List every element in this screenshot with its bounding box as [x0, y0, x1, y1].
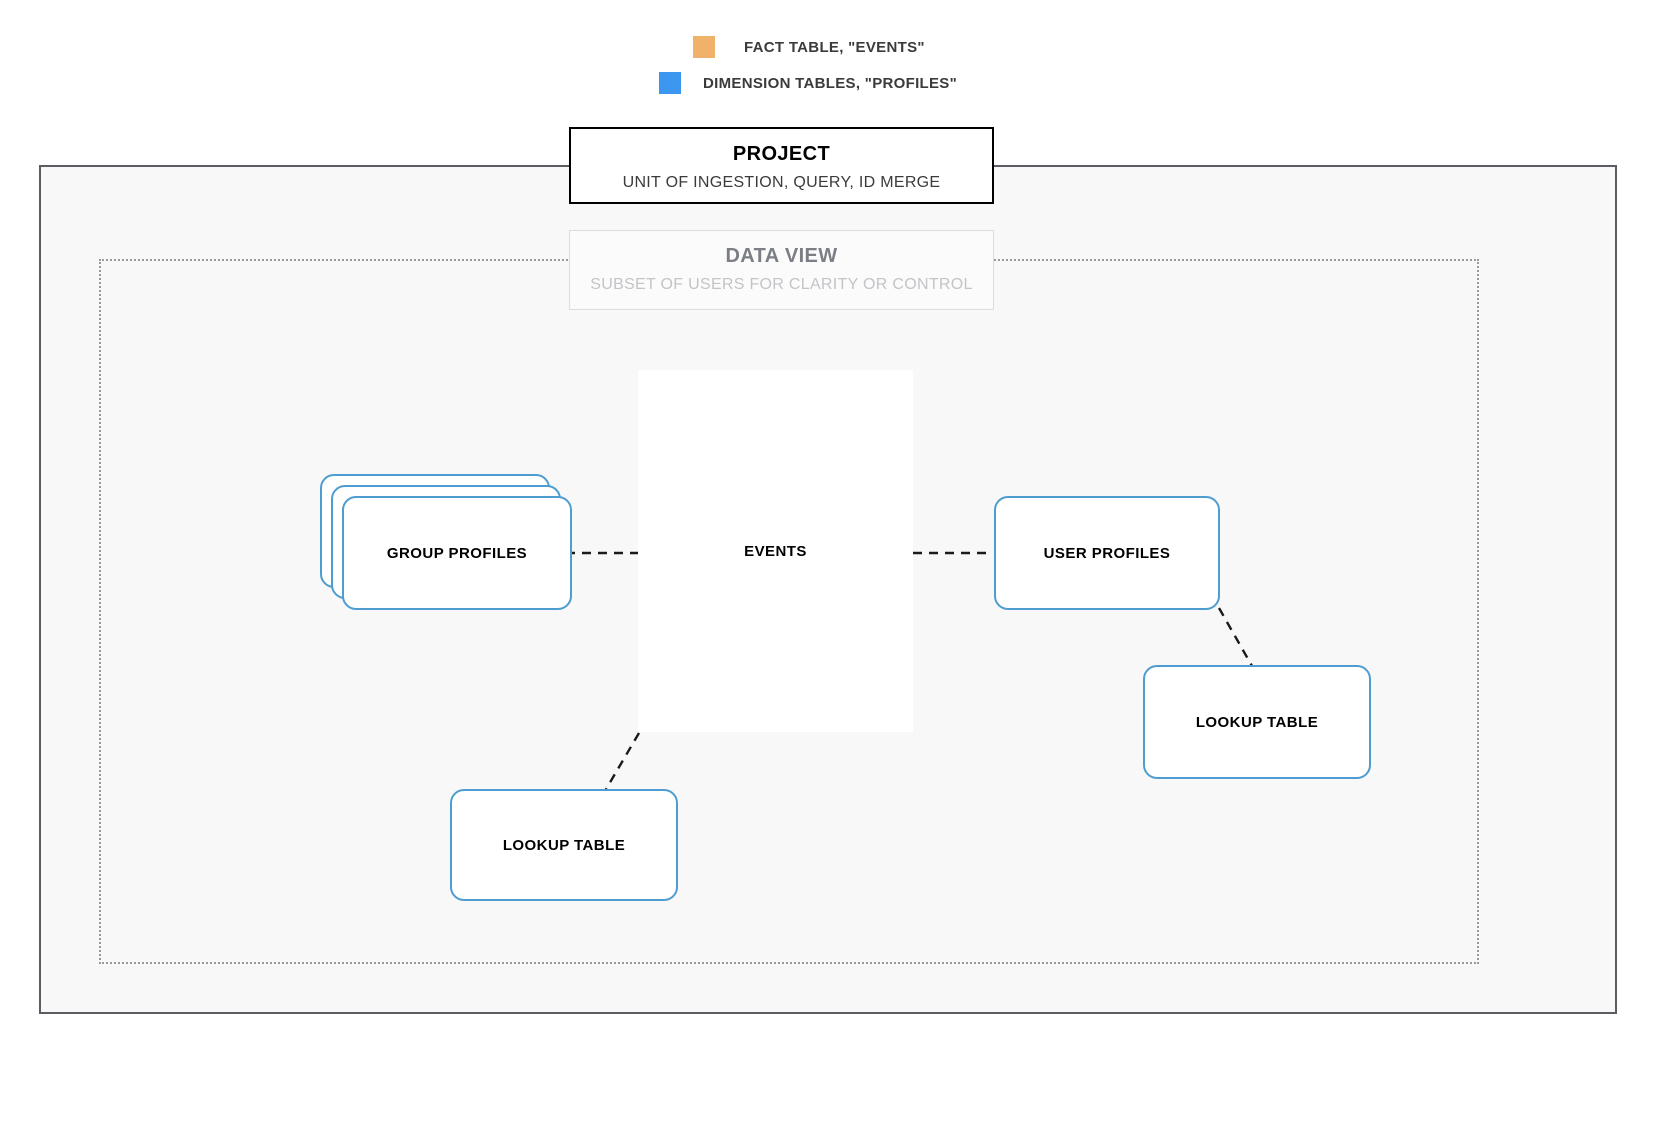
legend-item-dimension-tables: DIMENSION TABLES, "PROFILES"	[659, 72, 957, 94]
node-label-lookup-table-left: LOOKUP TABLE	[502, 836, 626, 854]
legend-item-fact-table: FACT TABLE, "EVENTS"	[693, 36, 925, 58]
legend-label-fact-table: FACT TABLE, "EVENTS"	[744, 38, 925, 56]
blue-square-swatch	[659, 72, 681, 94]
node-label-events: EVENTS	[744, 542, 807, 560]
data-view-title: DATA VIEW	[725, 245, 838, 267]
node-label-user-profiles: USER PROFILES	[1043, 544, 1171, 562]
group-profiles-card-front[interactable]: GROUP PROFILES	[342, 496, 572, 610]
node-lookup-table-right[interactable]: LOOKUP TABLE	[1143, 665, 1371, 779]
project-subtitle: UNIT OF INGESTION, QUERY, ID MERGE	[622, 174, 941, 191]
orange-square-swatch	[693, 36, 715, 58]
node-label-lookup-table-right: LOOKUP TABLE	[1195, 713, 1319, 731]
legend-label-dimension-tables: DIMENSION TABLES, "PROFILES"	[703, 74, 958, 92]
node-lookup-table-left[interactable]: LOOKUP TABLE	[450, 789, 678, 901]
data-view-header-box: DATA VIEW SUBSET OF USERS FOR CLARITY OR…	[569, 230, 994, 310]
data-view-subtitle: SUBSET OF USERS FOR CLARITY OR CONTROL	[590, 276, 973, 293]
project-title: PROJECT	[732, 143, 831, 165]
node-events[interactable]: EVENTS	[638, 370, 913, 732]
project-header-box: PROJECT UNIT OF INGESTION, QUERY, ID MER…	[569, 127, 994, 204]
node-user-profiles[interactable]: USER PROFILES	[994, 496, 1220, 610]
node-label-group-profiles: GROUP PROFILES	[386, 544, 528, 562]
node-group-profiles[interactable]: GROUP PROFILES	[320, 474, 572, 610]
